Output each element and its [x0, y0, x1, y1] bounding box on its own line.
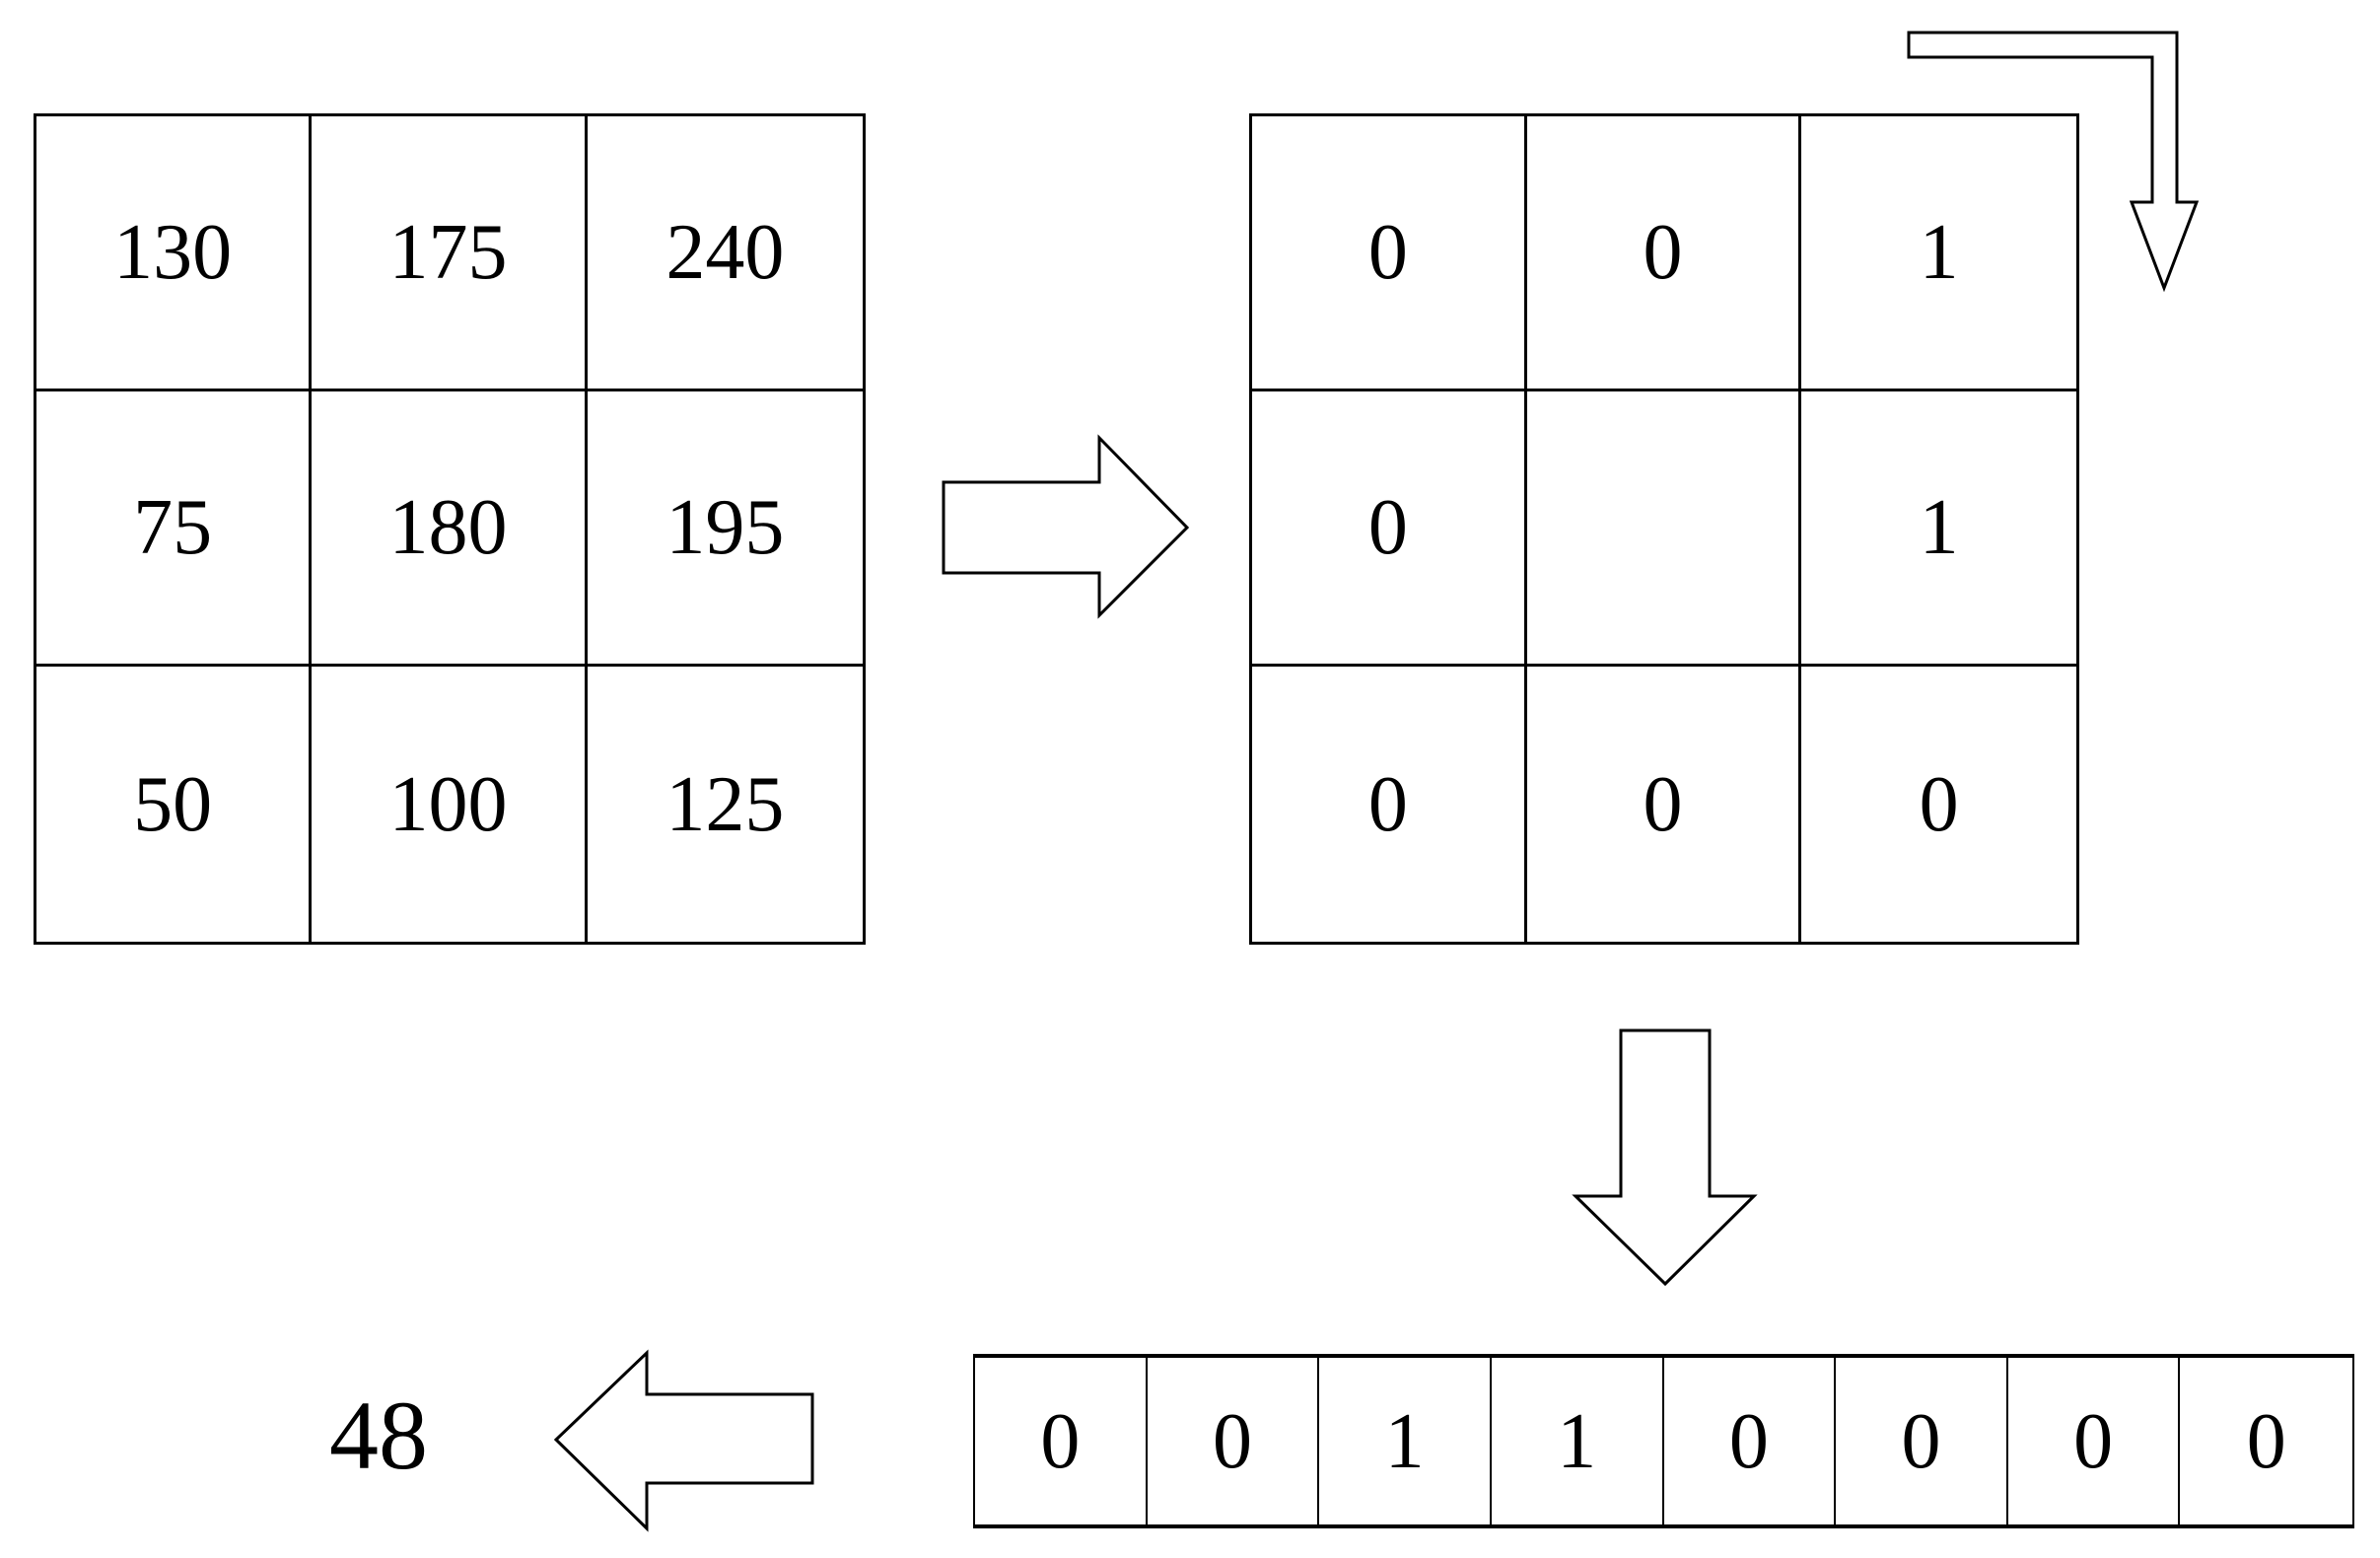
pixel-cell: 100 — [312, 667, 588, 942]
threshold-cell: 1 — [1801, 116, 2076, 391]
pixel-cell: 50 — [36, 667, 313, 942]
binary-bit-row: 0 0 1 1 0 0 0 0 — [973, 1354, 2354, 1528]
pixel-value-grid: 130 175 240 75 180 195 50 100 125 — [34, 113, 866, 945]
pixel-cell: 130 — [36, 116, 313, 391]
pixel-cell: 125 — [665, 760, 785, 848]
pixel-cell: 240 — [587, 116, 863, 391]
threshold-cell: 0 — [1919, 760, 1959, 848]
threshold-cell-center-empty — [1526, 391, 1802, 667]
bit-cell: 1 — [1492, 1358, 1664, 1524]
threshold-cell: 1 — [1801, 391, 2076, 667]
bit-cell: 0 — [975, 1358, 1148, 1524]
pixel-cell: 75 — [36, 391, 313, 667]
pixel-cell: 180 — [312, 391, 588, 667]
threshold-cell: 0 — [1527, 667, 1802, 942]
bit-cell: 0 — [1148, 1358, 1320, 1524]
threshold-grid: 0 0 1 0 1 0 0 0 — [1249, 113, 2079, 945]
pixel-cell: 175 — [312, 116, 588, 391]
bit-cell: 0 — [1664, 1358, 1837, 1524]
pixel-cell: 195 — [587, 391, 863, 667]
threshold-cell: 0 — [1252, 667, 1527, 942]
threshold-cell: 0 — [1252, 116, 1527, 391]
decimal-result-value: 48 — [329, 1381, 428, 1490]
bit-cell: 0 — [2246, 1397, 2286, 1485]
bit-cell: 1 — [1319, 1358, 1492, 1524]
bit-cell: 0 — [1836, 1358, 2008, 1524]
threshold-cell: 0 — [1252, 391, 1527, 667]
threshold-cell: 0 — [1526, 116, 1802, 391]
bit-cell: 0 — [2008, 1358, 2181, 1524]
